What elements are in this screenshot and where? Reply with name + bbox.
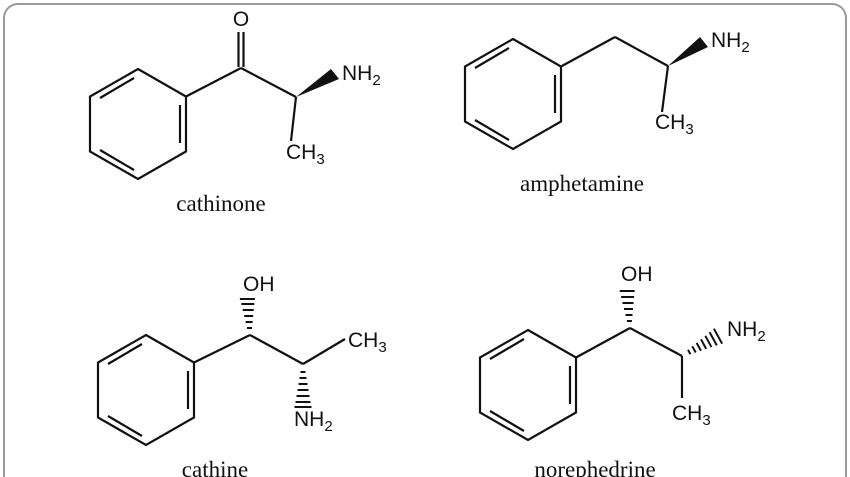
bond-ring-to-carbonyl [185,67,242,98]
benzene-double-bonds [489,338,572,432]
atom-label-nh2: NH2 [727,318,766,345]
hashed-bond-nh2 [294,371,312,408]
hashed-bond-oh [619,290,635,322]
atom-label-oh: OH [621,263,653,286]
molecule-name-label: amphetamine [520,171,644,196]
bond-ring-to-carbinol [193,334,251,364]
atom-label-nh2: NH2 [711,29,750,56]
atom-label-o: O [233,8,249,31]
atom-label-nh2: NH2 [294,408,333,435]
benzene-ring [478,328,578,442]
carbonyl-double-bond [237,32,245,67]
benzene-double-bonds [99,77,182,171]
atom-label-ch3: CH3 [672,402,711,429]
benzene-double-bonds [107,343,190,437]
atom-label-ch3: CH3 [655,111,694,138]
molecule-amphetamine: NH2 CH3 amphetamine [463,29,750,196]
bond-chiral-to-methyl [302,338,346,365]
bond-chiral-to-methyl [289,96,298,142]
molecule-norephedrine: OH NH2 CH3 norephedrine [478,263,766,477]
molecule-cathine: OH CH3 NH2 cathine [96,273,387,477]
bond-carbonyl-to-chiral [240,67,297,98]
wedge-bond-nh2 [668,37,708,66]
molecule-name-label: cathine [182,457,248,477]
benzene-double-bonds [474,47,557,141]
atom-label-oh: OH [243,273,275,296]
benzene-ring [96,333,196,447]
atom-label-ch3: CH3 [348,329,387,356]
atom-label-nh2: NH2 [342,62,381,89]
bond-carbinol-to-chiral [249,334,304,365]
molecule-name-label: cathinone [176,191,265,216]
bond-ch2-to-chiral [614,36,669,67]
hashed-bond-nh2 [687,328,723,355]
wedge-bond-nh2 [296,69,339,97]
benzene-ring [463,37,563,151]
bond-ring-to-ch2 [560,36,616,68]
hashed-bond-oh [239,298,255,329]
molecule-name-label: norephedrine [534,457,655,477]
molecule-cathinone: O NH2 CH3 cathinone [88,8,381,216]
figure-border [3,3,847,477]
benzene-ring [88,67,188,181]
bond-ring-to-carbinol [575,327,631,359]
bond-carbinol-to-chiral [629,327,683,357]
bond-chiral-to-methyl [660,65,670,113]
atom-label-ch3: CH3 [286,141,325,168]
